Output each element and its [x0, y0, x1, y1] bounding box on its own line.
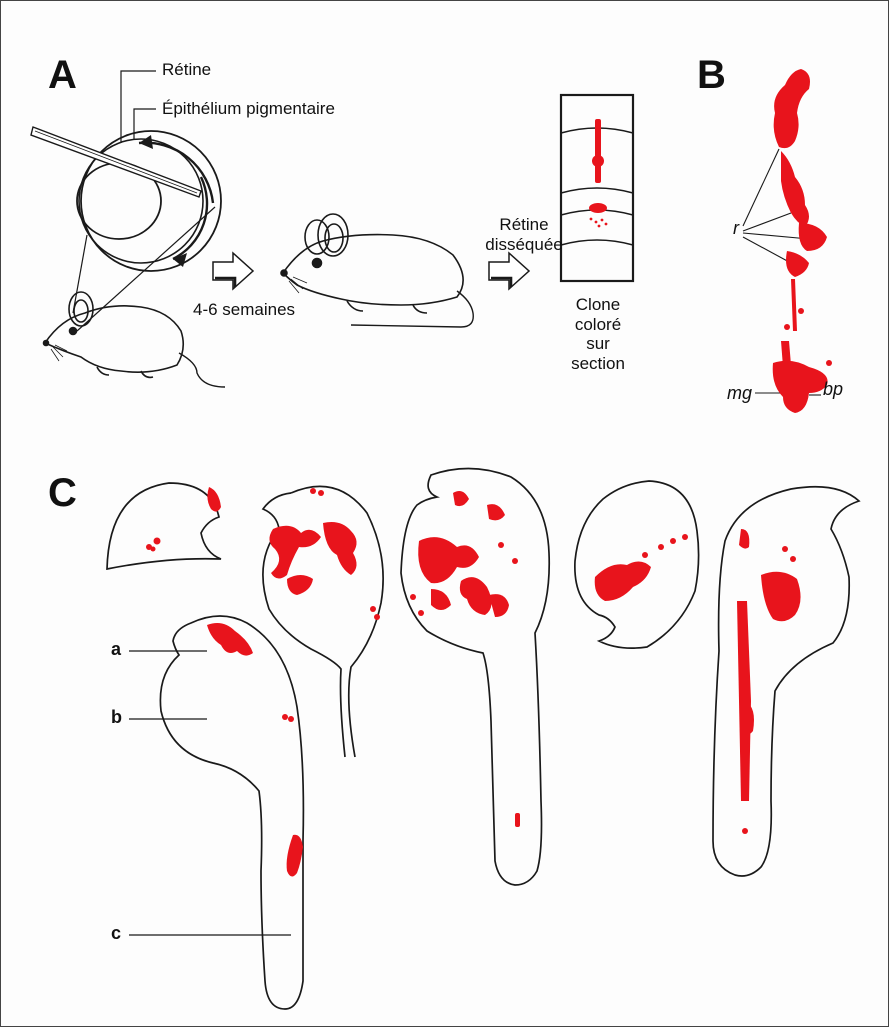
dissected-retina-label: Rétine disséquée: [479, 215, 569, 254]
label-b: b: [111, 707, 122, 728]
label-bp: bp: [823, 379, 843, 400]
clone-line-3: sur: [553, 334, 643, 354]
panel-label-c: C: [48, 473, 77, 513]
clone-line-2: coloré: [553, 315, 643, 335]
retina-outline: [401, 468, 549, 885]
clone-line-1: Clone: [553, 295, 643, 315]
retina-outline: [160, 616, 303, 1009]
retina-outline: [713, 487, 859, 876]
arrow-icon: [213, 253, 253, 289]
rpe-label: Épithélium pigmentaire: [162, 100, 335, 119]
injection-needle: [31, 127, 201, 197]
retina-outline: [107, 483, 221, 569]
dissected-line-2: disséquée: [479, 235, 569, 255]
adult-mouse-drawing: [281, 214, 473, 327]
dissected-line-1: Rétine: [479, 215, 569, 235]
label-mg: mg: [727, 383, 752, 404]
panel-label-a: A: [48, 55, 77, 95]
label-r: r: [733, 218, 739, 239]
weeks-label: 4-6 semaines: [193, 301, 295, 320]
labeled-clone-stain: [146, 69, 832, 877]
label-a: a: [111, 639, 121, 660]
panel-label-b: B: [697, 55, 726, 95]
clone-stain-label: Clone coloré sur section: [553, 295, 643, 373]
label-c: c: [111, 923, 121, 944]
arrow-icon: [489, 253, 529, 289]
retina-label: Rétine: [162, 61, 211, 80]
clone-line-4: section: [553, 354, 643, 374]
